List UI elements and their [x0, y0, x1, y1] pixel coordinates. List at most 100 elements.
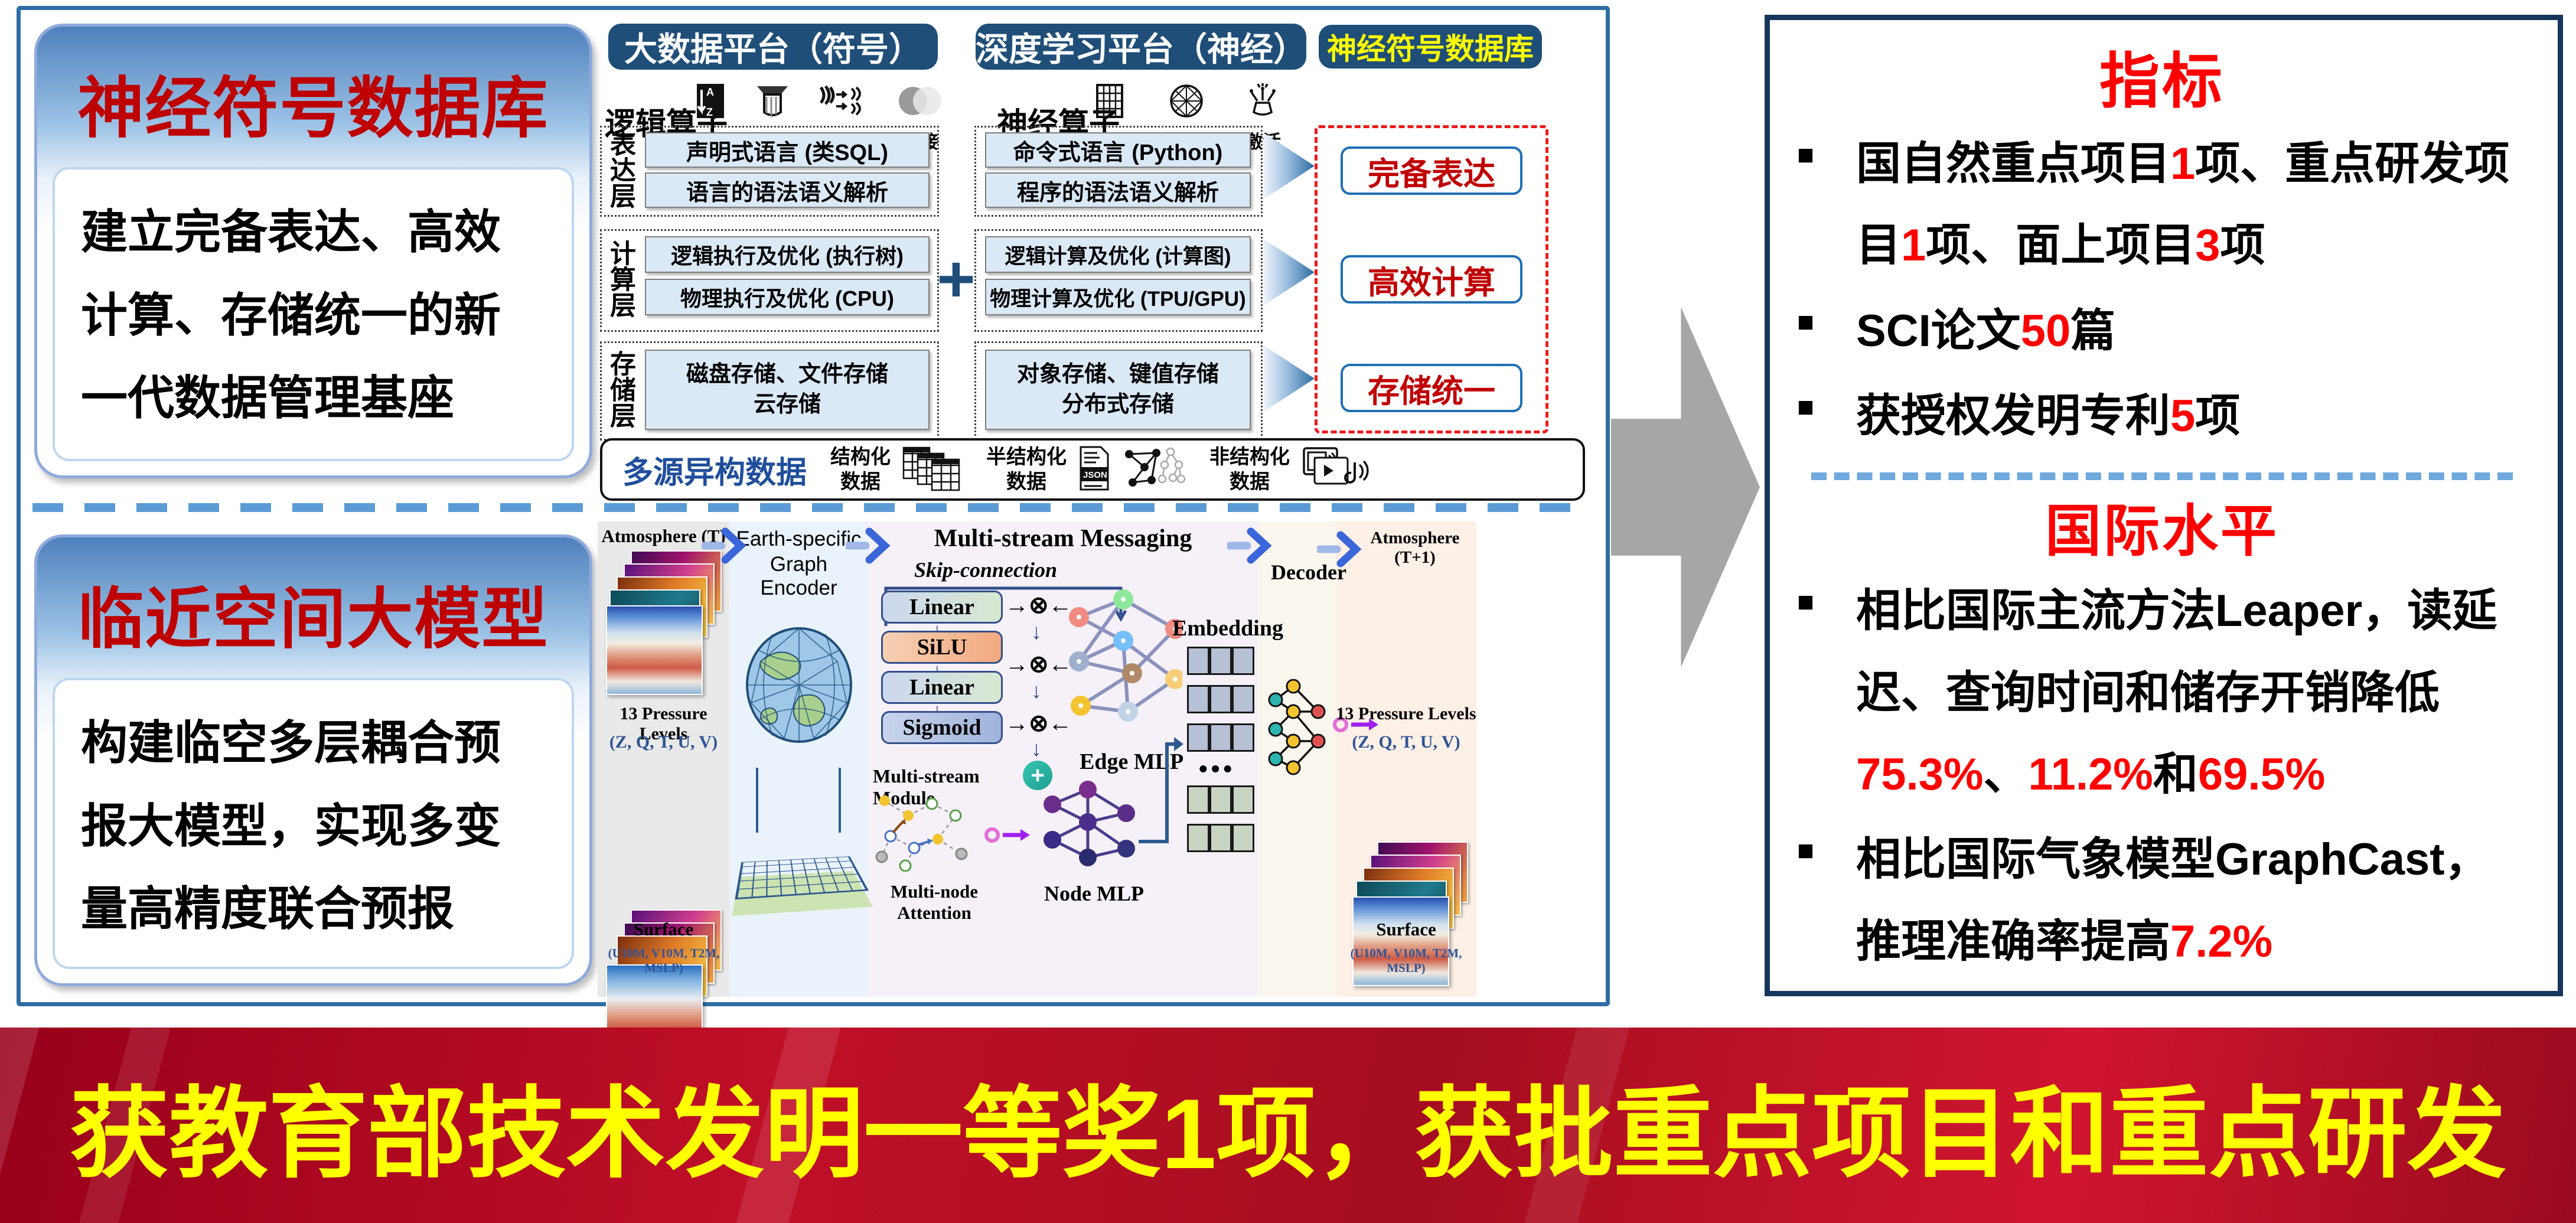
skip-connection-label: Skip-connection [914, 558, 1058, 582]
expression-layer-label: 表达层 [606, 131, 635, 208]
pressure-maps-stack [606, 550, 722, 695]
square-bullet-icon: ■ [1797, 835, 1814, 867]
node-to-embedding-arrow [1139, 737, 1183, 843]
transition-arrow [1611, 307, 1760, 667]
declarative-language-box: 声明式语言 (类SQL) [645, 132, 930, 168]
encoder-connector-line [756, 768, 758, 833]
surface-label: Surface [633, 919, 694, 940]
logical-execution-box: 逻辑执行及优化 (执行树) [645, 236, 930, 273]
goal-efficient-compute: 高效计算 [1341, 255, 1522, 304]
json-doc-icon: JSON [1077, 445, 1110, 495]
decoder-label: Decoder [1271, 560, 1346, 584]
plus-sign: + [937, 242, 976, 316]
multi-node-attention-label: Multi-node Attention [890, 881, 979, 923]
results-dashed-divider [1811, 472, 2513, 481]
object-storage-box: 对象存储、键值存储 分布式存储 [985, 350, 1251, 430]
award-banner: 获教育部技术发明一等奖1项，获批重点项目和重点研发 [0, 1028, 2576, 1223]
pooling-icon [1093, 83, 1127, 122]
compute-layer-label: 计算层 [606, 240, 635, 318]
program-parsing-box: 程序的语法语义解析 [985, 172, 1251, 208]
embedding-row [1187, 647, 1254, 675]
fully-connected-icon [1168, 83, 1205, 122]
imperative-language-box: 命令式语言 (Python) [985, 132, 1251, 168]
header-neural-symbolic-db: 神经符号数据库 [1319, 25, 1542, 69]
messaging-title: Multi-stream Messaging [934, 525, 1192, 552]
card-title: 神经符号数据库 [77, 71, 549, 145]
goal-unified-storage: 存储统一 [1341, 364, 1522, 412]
blue-dashed-divider [32, 503, 1575, 512]
projection-icon [754, 83, 791, 122]
svg-text:JSON: JSON [1083, 470, 1107, 480]
encoder-panel [729, 521, 868, 997]
join-icon [895, 83, 945, 122]
card-near-space-model: 临近空间大模型 构建临空多层耦合预报大模型，实现多变量高精度联合预报 [34, 534, 592, 986]
international-level-title: 国际水平 [2045, 500, 2279, 563]
temperature-map [1352, 896, 1449, 986]
output-surface-label: Surface [1376, 919, 1436, 940]
structured-data: 结构化数据 [830, 445, 963, 495]
result-item-graphcast: ■ 相比国际气象模型GraphCast，推理准确率提高7.2% [1797, 819, 2527, 983]
expression-layer-right-group [974, 126, 1263, 217]
node-mlp-graph [1044, 781, 1135, 866]
unstructured-data: 非结构化数据 [1209, 445, 1371, 495]
semi-structured-data: 半结构化数据 JSON [986, 445, 1186, 495]
svg-text:A: A [706, 86, 714, 98]
flow-chevron-icon [1227, 527, 1272, 564]
silu-box: SiLU [881, 631, 1003, 664]
card-body: 建立完备表达、高效计算、存储统一的新一代数据管理基座 [53, 167, 574, 461]
embedding-row [1187, 723, 1254, 752]
edge-mlp-graph [1069, 589, 1182, 722]
flow-chevron-icon [702, 527, 746, 564]
result-item-patents: ■ 获授权发明专利5项 [1797, 376, 2527, 457]
flow-chevron-icon [846, 527, 891, 564]
goals-dashed-box [1315, 125, 1548, 433]
expression-layer-left-group [600, 126, 939, 217]
compute-layer-left-group [600, 229, 939, 332]
sum-node-icon: + [1023, 761, 1052, 790]
temperature-map [606, 605, 703, 695]
compute-layer-right-group [974, 229, 1263, 332]
square-bullet-icon: ■ [1797, 139, 1814, 171]
down-arrow-icon: ↓ [1031, 619, 1042, 644]
pressure-levels-label: 13 Pressure Levels [619, 704, 707, 743]
embedding-label: Embedding [1172, 616, 1283, 641]
group-icon [816, 83, 870, 122]
graph-data-icon [1121, 445, 1186, 495]
square-bullet-icon: ■ [1797, 306, 1814, 338]
language-parsing-box: 语言的语法语义解析 [645, 172, 930, 208]
decoder-graph [1268, 679, 1326, 775]
node-mlp-label: Node MLP [1044, 882, 1144, 905]
encoder-connector-line [839, 768, 841, 833]
flow-circle-arrow-icon [1333, 717, 1378, 732]
results-panel: 指标 ■ 国自然重点项目1项、重点研发项目1项、面上项目3项 ■ SCI论文50… [1765, 15, 2563, 996]
linear-box-2: Linear [881, 671, 1003, 704]
card-body: 构建临空多层耦合预报大模型，实现多变量高精度联合预报 [53, 678, 574, 969]
multi-node-attention-graph [875, 795, 968, 872]
storage-layer-label: 存储层 [606, 350, 635, 428]
card-title: 临近空间大模型 [77, 582, 549, 656]
sigmoid-box: Sigmoid [881, 711, 1003, 744]
header-bigdata-platform: 大数据平台（符号） [608, 24, 938, 70]
square-bullet-icon: ■ [1797, 586, 1814, 618]
multi-source-data-label: 多源异构数据 [622, 455, 807, 490]
surface-maps-stack [606, 909, 722, 1054]
results-title: 指标 [2099, 48, 2225, 115]
svg-text:Z: Z [706, 106, 713, 118]
result-item-leaper: ■ 相比国际主流方法Leaper，读延迟、查询时间和储存开销降低75.3%、11… [1797, 570, 2527, 816]
multiply-gate-icon: →⊗← [1005, 592, 1072, 618]
encoder-title-line1: Earth-specific [736, 527, 862, 550]
output-surface-vars-label: (U10M, V10M, T2M, MSLP) [1350, 946, 1462, 975]
output-pressure-vars-label: (Z, Q, T, U, V) [1352, 732, 1460, 752]
surface-vars-label: (U10M, V10M, T2M, MSLP) [608, 946, 720, 975]
multiply-gate-icon: →⊗← [1005, 651, 1072, 677]
physical-compute-box: 物理计算及优化 (TPU/GPU) [985, 279, 1251, 315]
award-banner-text: 获教育部技术发明一等奖1项，获批重点项目和重点研发 [70, 1078, 2506, 1189]
embedding-row [1187, 785, 1254, 814]
globe-icon [743, 626, 855, 747]
output-title: Atmosphere (T+1) [1370, 529, 1460, 567]
multiply-gate-icon: →⊗← [1005, 710, 1072, 736]
flow-circle-arrow-icon [984, 827, 1030, 843]
card-neural-symbolic-db: 神经符号数据库 建立完备表达、高效计算、存储统一的新一代数据管理基座 [34, 24, 592, 478]
